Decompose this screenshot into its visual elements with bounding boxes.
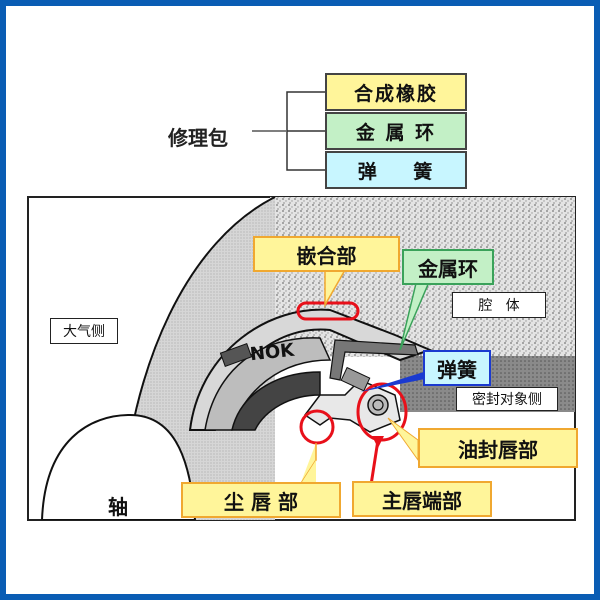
label-atmosphere-side: 大气侧 (50, 318, 118, 344)
callout-spring: 弹簧 (423, 350, 491, 386)
fitting-highlight (296, 301, 360, 321)
shaft (40, 413, 197, 520)
label-shaft: 轴 (108, 494, 128, 519)
callout-oil-seal-lip: 油封唇部 (418, 428, 578, 468)
callout-main-lip-end: 主唇端部 (352, 481, 492, 517)
callout-metal-ring: 金属环 (402, 249, 494, 285)
dust-lip-highlight (299, 409, 335, 445)
label-sealed-side: 密封对象侧 (456, 387, 558, 411)
kit-item-metal-ring: 金 属 环 (325, 112, 467, 150)
kit-item-rubber: 合成橡胶 (325, 73, 467, 111)
callout-dust-lip: 尘 唇 部 (181, 482, 341, 518)
spring-coil (340, 366, 389, 416)
kit-item-spring: 弹 簧 (325, 151, 467, 189)
label-housing: 腔 体 (452, 292, 546, 318)
repair-kit-title: 修理包 (168, 126, 228, 150)
callout-fitting-part: 嵌合部 (253, 236, 400, 272)
nok-logo: NOK (248, 339, 296, 365)
